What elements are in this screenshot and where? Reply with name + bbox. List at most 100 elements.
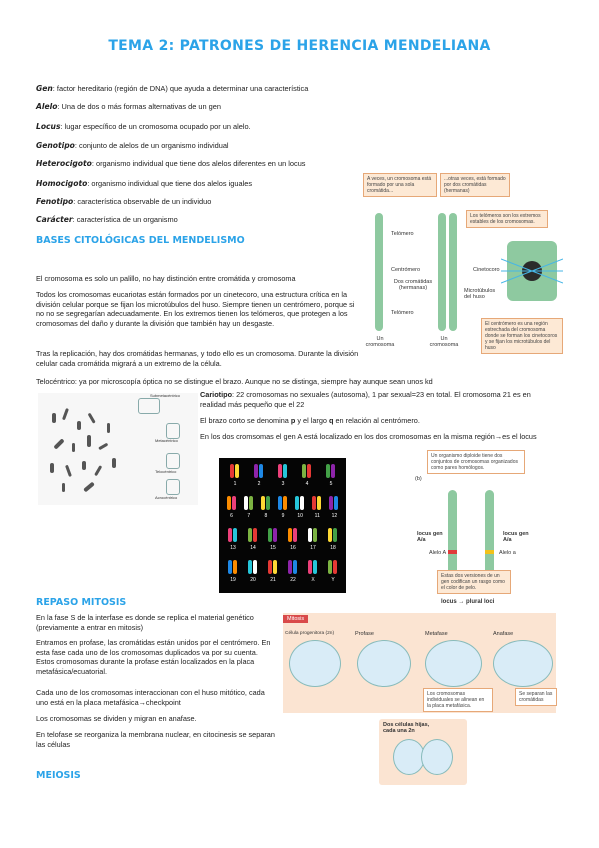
note-metafase: Los cromosomas individuales se alinean e… xyxy=(423,688,493,712)
karyotype-chromosome xyxy=(268,528,272,542)
karyotype-number: 10 xyxy=(297,513,303,519)
karyotype-chromosome xyxy=(253,528,257,542)
karyotype-chromosome xyxy=(248,528,252,542)
definition-genotipo: Genotipo: conjunto de alelos de un organ… xyxy=(36,141,229,150)
karyotype-chromosome xyxy=(333,560,337,574)
karyotype-number: Y xyxy=(331,577,335,583)
definition-locus: Locus: lugar específico de un cromosoma … xyxy=(36,122,251,131)
paragraph-brazo: El brazo corto se denomina p y el largo … xyxy=(200,416,420,425)
karyotype-chromosome xyxy=(230,464,234,478)
karyotype-chromosome xyxy=(268,560,272,574)
section-heading-meiosis: MEIOSIS xyxy=(36,770,81,781)
karyotype-number: 2 xyxy=(257,481,261,487)
label-locus-right: locus gen A/a xyxy=(503,531,529,543)
karyotype-chromosome xyxy=(313,560,317,574)
karyotype-number: 16 xyxy=(290,545,296,551)
label-alelo-A: Alelo A xyxy=(429,550,447,556)
karyotype-chromosome xyxy=(333,528,337,542)
karyotype-chromosome xyxy=(265,496,270,510)
karyotype-chromosome xyxy=(248,496,253,510)
karyotype-chromosome xyxy=(228,528,232,542)
cell-progenitor xyxy=(289,640,341,687)
karyotype-number: 8 xyxy=(264,513,268,519)
karyotype-number: 11 xyxy=(314,513,320,519)
definition-alelo: Alelo: Una de dos o más formas alternati… xyxy=(36,102,221,111)
label-metafase: Metafase xyxy=(425,631,448,637)
label-profase: Profase xyxy=(355,631,374,637)
note-anafase: Se separan las cromátidas xyxy=(515,688,557,706)
karyotype-chromosome xyxy=(259,464,263,478)
metacentric-icon xyxy=(166,423,180,439)
label-anafase: Anafase xyxy=(493,631,514,637)
daughter-cell-2 xyxy=(421,739,453,775)
karyotype-chromosome xyxy=(300,496,305,510)
paragraph-telofase: En telofase se reorganiza la membrana nu… xyxy=(36,730,275,749)
karyotype-chromosome xyxy=(295,496,300,510)
karyotype-chromosome xyxy=(226,496,231,510)
label-telomero-top: Telómero xyxy=(391,231,414,237)
label-dos-celulas-hijas: Dos células hijas, cada una 2n xyxy=(383,722,430,734)
paragraph-profase: Entramos en profase, las cromátidas está… xyxy=(36,638,271,676)
telofase-panel: Dos células hijas, cada una 2n xyxy=(379,719,467,785)
karyotype-chromosome xyxy=(308,560,312,574)
acrocentric-icon xyxy=(166,479,180,495)
paragraph-gen-locus: En los dos cromsomas el gen A está local… xyxy=(200,432,537,441)
karyotype-number: 12 xyxy=(331,513,338,519)
karyotype-number: 19 xyxy=(230,577,236,583)
karyotype-chromosome xyxy=(328,528,332,542)
page-title: TEMA 2: PATRONES DE HERENCIA MENDELIANA xyxy=(108,38,491,54)
label-metacentrico: Metacéntrico xyxy=(155,438,178,443)
karyotype-number: 20 xyxy=(250,577,256,583)
karyotype-chromosome xyxy=(288,528,292,542)
label-microtubulos: Microtúbulos del huso xyxy=(464,288,496,300)
karyotype-number: 5 xyxy=(329,481,333,487)
karyotype-number: 13 xyxy=(230,545,236,551)
paragraph-fase-s: En la fase S de la interfase es donde se… xyxy=(36,613,254,632)
karyotype-chromosome xyxy=(254,464,258,478)
karyotype-chromosome xyxy=(278,496,282,510)
label-centromero: Centrómero xyxy=(391,267,421,273)
karyotype-number: 17 xyxy=(310,545,316,551)
karyotype-chromosome xyxy=(228,560,232,574)
karyotype-chromosome xyxy=(233,560,237,574)
paragraph-eucariotas: Todos los cromosomas eucariotas están fo… xyxy=(36,290,355,328)
definition-heterocigoto: Heterocigoto: organismo individual que t… xyxy=(36,159,306,168)
karyotype-chromosome xyxy=(329,496,334,510)
karyotype-chromosome xyxy=(313,528,317,542)
label-plural-loci: locus → plural loci xyxy=(441,599,495,605)
paragraph-cariotipo: Cariotipo: 22 cromosomas no sexuales (au… xyxy=(200,390,531,409)
karyotype-number: 15 xyxy=(270,545,276,551)
karyotype-number: 6 xyxy=(230,513,233,519)
definition-gen: Gen: factor hereditario (región de DNA) … xyxy=(36,84,309,93)
label-un-cromosoma-1: Un cromosoma xyxy=(365,336,395,348)
karyotype-chromosome xyxy=(331,464,335,478)
definition-fenotipo: Fenotipo: característica observable de u… xyxy=(36,197,212,206)
callout-two-chromatids: ...otras veces, está formado por dos cro… xyxy=(440,173,510,197)
callout-centromero: El centrómero es una región estrechada d… xyxy=(481,318,563,354)
label-dos-cromatidas: Dos cromátidas (hermanas) xyxy=(393,279,433,291)
karyotype-chromosome xyxy=(328,560,332,574)
chromosome-types-figure: Submetacéntrico Metacéntrico Telocéntric… xyxy=(38,393,198,505)
karyotype-number: 14 xyxy=(250,545,256,551)
callout-single-chromatid: A veces, un cromosoma está formado por u… xyxy=(363,173,437,197)
karyotype-chromosome xyxy=(273,560,277,574)
chromosome-structure-figure: A veces, un cromosoma está formado por u… xyxy=(363,173,563,358)
karyotype-chromosome xyxy=(288,560,292,574)
karyotype-chromosome xyxy=(283,464,287,478)
mitosis-figure: Mitosis Célula progenitora (2n) Profase … xyxy=(283,613,557,785)
section-heading-bases: BASES CITOLÓGICAS DEL MENDELISMO xyxy=(36,235,245,246)
karyotype-chromosome xyxy=(278,464,282,478)
label-b: (b) xyxy=(415,476,422,482)
definition-caracter: Carácter: característica de un organismo xyxy=(36,215,178,224)
karyotype-chromosome xyxy=(231,496,236,510)
chromatid-right-shape xyxy=(449,213,457,331)
karyotype-chromosome xyxy=(302,464,306,478)
paragraph-anafase: Los cromosomas se dividen y migran en an… xyxy=(36,714,197,723)
karyotype-chromosome xyxy=(243,496,248,510)
callout-versiones: Estas dos versiones de un gen codifican … xyxy=(437,570,511,594)
karyotype-chromosome xyxy=(260,496,265,510)
karyotype-chromosome xyxy=(326,464,330,478)
label-alelo-a: Alelo a xyxy=(499,550,516,556)
mitosis-title: Mitosis xyxy=(283,615,309,623)
